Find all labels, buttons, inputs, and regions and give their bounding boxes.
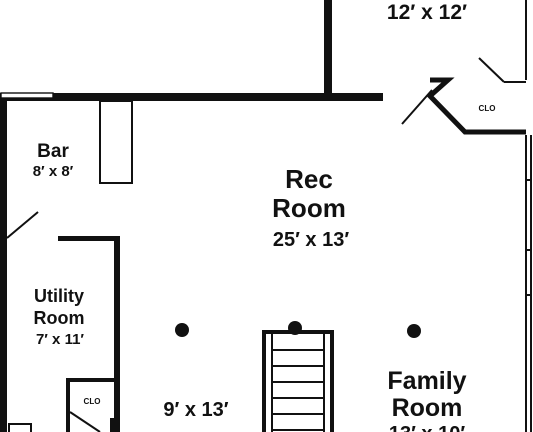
utility-room-name-line1: Utility	[34, 286, 84, 306]
top-room-dimensions: 12′ x 12′	[387, 1, 467, 24]
post-left	[175, 323, 189, 337]
bar-door-swing	[6, 211, 39, 239]
left-exterior-wall	[0, 93, 7, 432]
utility-closet-label: CLO	[84, 397, 101, 406]
bar-dimensions: 8′ x 8′	[33, 163, 74, 180]
top-room-left-wall	[324, 0, 332, 97]
left-wall-window	[0, 92, 54, 99]
utility-right-wall	[114, 236, 120, 432]
bottom-left-detail	[8, 411, 116, 432]
right-exterior-wall	[525, 0, 532, 432]
family-room-name-line1: Family	[387, 367, 466, 395]
support-posts	[175, 321, 421, 338]
rec-room-top-wall	[0, 93, 383, 101]
utility-closet-top-wall	[66, 378, 120, 382]
utility-closet-left-wall	[66, 378, 70, 432]
rec-room-name-line1: Rec	[285, 164, 333, 194]
rec-room-name-line2: Room	[272, 193, 346, 223]
utility-room-name-line2: Room	[34, 308, 85, 328]
post-center	[288, 321, 302, 335]
right-closet-label: CLO	[479, 104, 496, 113]
walls	[0, 0, 383, 432]
utility-room-dimensions: 7′ x 11′	[36, 331, 84, 348]
right-closet	[401, 57, 526, 135]
family-room-dimensions: 13′ x 10′	[389, 423, 466, 432]
bar-name: Bar	[37, 141, 69, 162]
post-right	[407, 324, 421, 338]
bar-counter	[99, 100, 133, 184]
family-room-name-line2: Room	[392, 394, 463, 422]
rec-room-dimensions: 25′ x 13′	[273, 229, 350, 251]
lower-area-dimensions: 9′ x 13′	[163, 399, 228, 421]
utility-top-wall	[58, 236, 120, 241]
staircase	[262, 330, 334, 432]
